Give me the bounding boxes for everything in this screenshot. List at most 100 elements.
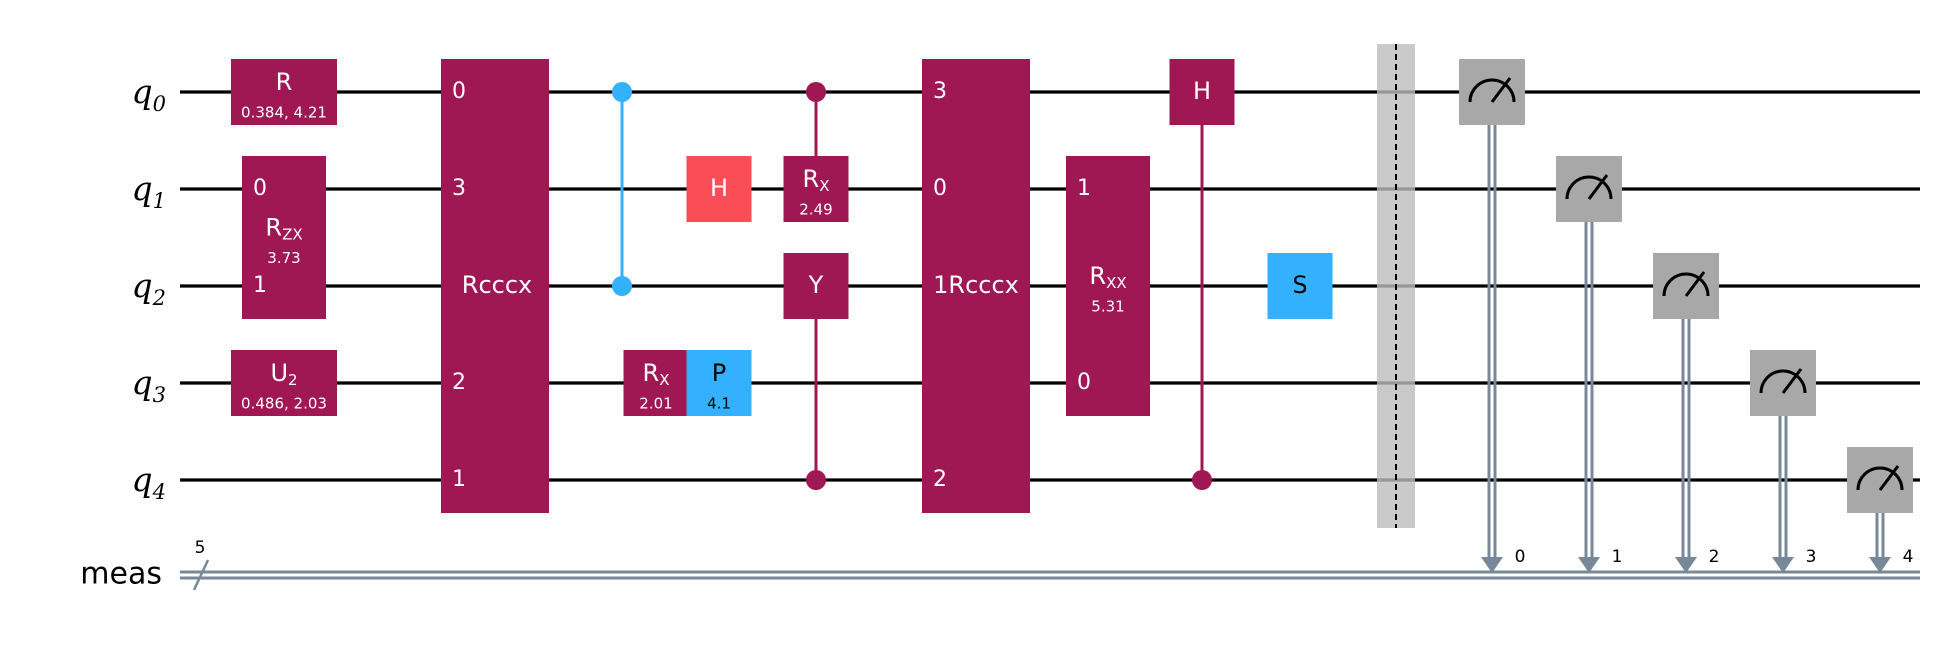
measurements: 0 1 2 3 4: [1459, 59, 1913, 573]
classical-register-label: meas: [80, 557, 162, 592]
measure-box: [1556, 156, 1622, 222]
u2-gate-label: U2: [270, 359, 297, 389]
s-gate-q2-label: S: [1292, 271, 1307, 299]
qubit-label-index: 2: [152, 286, 166, 310]
register-width-slash: [192, 559, 210, 591]
rxx-gate-box: [1066, 156, 1150, 416]
rcccx-gate-1-label: Rcccx: [462, 271, 532, 299]
measure-bit-label: 2: [1709, 547, 1720, 567]
rcccx-gate-2-port-1: 0: [933, 176, 947, 201]
measure-q3: 3: [1750, 350, 1816, 573]
y-gate-q2-box: [783, 253, 849, 319]
gate-name: S: [1292, 271, 1307, 299]
meter-needle: [1781, 368, 1803, 394]
rcccx-gate-1-port-3: 1: [452, 467, 466, 492]
gate-name-subscript: ZX: [282, 225, 303, 243]
rcccx-gate-1-port-1: 3: [452, 176, 466, 201]
meter-icon: [1565, 175, 1613, 200]
gate-name: R: [276, 68, 293, 96]
measure-arrow: [1869, 557, 1891, 573]
h-gate-q1: H: [686, 156, 752, 222]
u2-gate-params: 0.486, 2.03: [241, 395, 327, 413]
qubit-label-base: q: [132, 460, 153, 499]
measure-arrow: [1675, 557, 1697, 573]
gate-name: 1Rcccx: [933, 271, 1019, 299]
meter-icon: [1468, 78, 1516, 103]
qubit-label-4: q4: [132, 460, 167, 504]
rx-gate-q3-box: [623, 350, 689, 416]
qubit-label-1: q1: [132, 169, 167, 213]
measure-q0: 0: [1459, 59, 1525, 573]
h-gate-q0-label: H: [1193, 77, 1211, 105]
rcccx-gate-2-box: [922, 59, 1030, 513]
control-dot: [612, 276, 632, 296]
measure-q1: 1: [1556, 156, 1622, 573]
rx-gate-q3: RX2.01: [623, 350, 689, 416]
rx-gate-q1: RX 2.49: [783, 156, 849, 222]
gate-name-subscript: X: [819, 177, 829, 195]
p-gate-q3: P 4.1: [686, 350, 752, 416]
meter-icon: [1856, 466, 1904, 491]
meter-needle: [1878, 465, 1900, 491]
rcccx-gate-1-port-2: 2: [452, 370, 466, 395]
rcccx-gate-1-box: [441, 59, 549, 513]
measure-arrow: [1578, 557, 1600, 573]
meter-needle: [1684, 271, 1706, 297]
qubit-label-index: 1: [153, 189, 166, 213]
control-dot: [612, 82, 632, 102]
gate-name: R: [265, 214, 282, 242]
gate-name: R: [1089, 262, 1106, 290]
r-gate-label: R: [276, 68, 293, 96]
measure-bit-label: 4: [1903, 547, 1914, 567]
meter-needle: [1490, 77, 1512, 103]
rxx-gate-port-0: 1: [1077, 176, 1091, 201]
qubit-label-base: q: [132, 72, 153, 111]
qubit-label-3: q3: [132, 363, 167, 407]
u2-gate-box: [231, 350, 337, 416]
meter-icon: [1759, 369, 1807, 394]
measure-box: [1653, 253, 1719, 319]
gate-name: P: [712, 359, 726, 387]
rzx-gate-port-0: 0: [253, 176, 267, 201]
rxx-gate-label: RXX: [1089, 262, 1126, 292]
control-dot: [1192, 470, 1212, 490]
s-gate-q2: S: [1267, 253, 1333, 319]
p-gate-q3-label: P: [712, 359, 726, 387]
rx-gate-q1-box: [783, 156, 849, 222]
meter-needle: [1587, 174, 1609, 200]
rzx-gate-port-1: 1: [253, 273, 267, 298]
h-gate-q0: H: [1169, 59, 1235, 125]
p-gate-q3-params: 4.1: [707, 395, 731, 413]
control-dot: [806, 82, 826, 102]
qubit-label-index: 0: [153, 92, 166, 116]
rxx-gate-port-1: 0: [1077, 370, 1091, 395]
gate-name: R: [803, 165, 820, 193]
rx-gate-q1-params: 2.49: [799, 201, 832, 219]
measure-q4: 4: [1847, 447, 1913, 573]
control-links: [612, 82, 1212, 490]
h-gate-q0-box: [1169, 59, 1235, 125]
gate-name: Rcccx: [462, 271, 532, 299]
measure-bit-label: 0: [1515, 547, 1526, 567]
gate-name-subscript: X: [659, 371, 669, 389]
measure-box: [1459, 59, 1525, 125]
r-gate-box: [231, 59, 337, 125]
meter-icon: [1662, 272, 1710, 297]
gate-name: Y: [808, 271, 824, 299]
measure-box: [1847, 447, 1913, 513]
qubit-label-base: q: [132, 169, 153, 208]
rcccx-gate-2-port-0: 3: [933, 79, 947, 104]
rcccx-gate-2-port-2: 2: [933, 467, 947, 492]
gate-name: H: [1193, 77, 1211, 105]
measure-arrow: [1481, 557, 1503, 573]
qubit-label-index: 3: [153, 383, 166, 407]
qubit-label-base: q: [132, 266, 153, 305]
measure-arrow: [1772, 557, 1794, 573]
rzx-gate-box: [242, 156, 326, 319]
